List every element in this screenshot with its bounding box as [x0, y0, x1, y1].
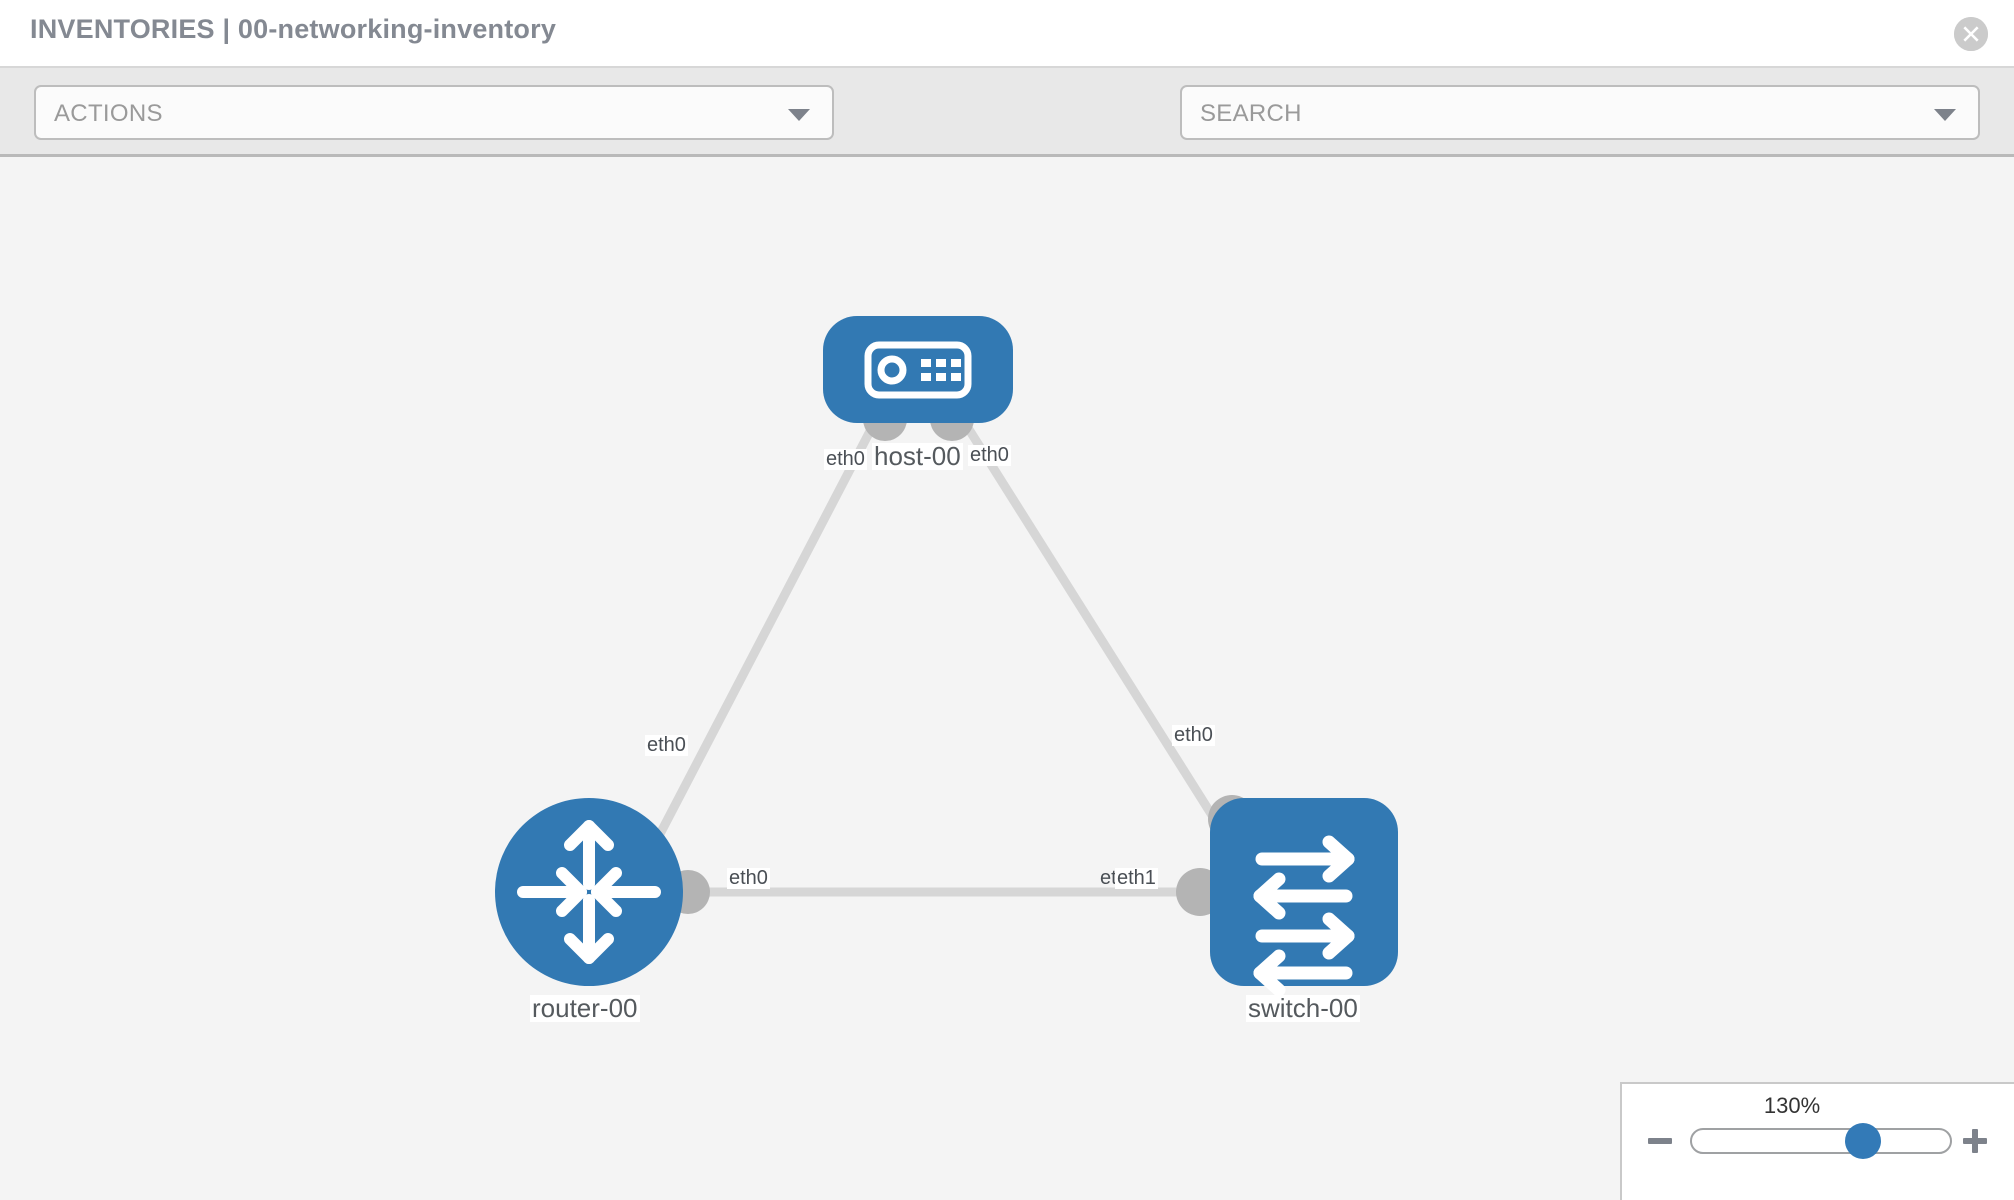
topology-graph: [495, 316, 1398, 997]
zoom-slider-thumb[interactable]: [1845, 1123, 1881, 1159]
edge-host-router: [644, 409, 884, 860]
close-icon[interactable]: [1954, 17, 1988, 51]
search-input[interactable]: SEARCH: [1180, 85, 1980, 140]
topology-canvas[interactable]: eth0 eth0 eth0 eth0 eth0 eth0 eth1 host-…: [0, 157, 2014, 1200]
zoom-percent-label: 130%: [1763, 1093, 1821, 1118]
node-label-router-00: router-00: [530, 993, 640, 1023]
chevron-down-icon: [788, 109, 810, 121]
iface-label-router-eth0: eth0: [727, 867, 770, 889]
iface-label-switch-eth0-uplink: eth0: [1172, 724, 1215, 746]
search-placeholder: SEARCH: [1200, 100, 1302, 127]
iface-label-host-eth0-left: eth0: [824, 448, 867, 470]
zoom-control-panel: 130%: [1620, 1082, 2014, 1200]
zoom-slider-track[interactable]: [1690, 1128, 1952, 1154]
chevron-down-icon[interactable]: [1934, 109, 1956, 121]
node-label-switch-00: switch-00: [1246, 993, 1360, 1023]
iface-label-switch-eth1: eth1: [1115, 867, 1158, 889]
node-label-host-00: host-00: [872, 441, 963, 471]
iface-label-host-eth0-right: eth0: [968, 444, 1011, 466]
page-title: INVENTORIES | 00-networking-inventory: [30, 14, 557, 44]
minus-icon[interactable]: [1647, 1128, 1673, 1159]
topology-edges: [644, 409, 1236, 897]
bidirectional-arrows-icon: [1253, 835, 1355, 997]
toolbar: ACTIONS SEARC: [0, 68, 2014, 198]
server-device-icon: [864, 341, 972, 399]
actions-dropdown[interactable]: ACTIONS: [34, 85, 834, 140]
node-switch-00: [1210, 798, 1398, 997]
window-header: INVENTORIES | 00-networking-inventory: [0, 0, 2014, 68]
actions-dropdown-label: ACTIONS: [54, 100, 163, 127]
four-arrows-converging-icon: [517, 820, 661, 964]
edge-host-switch: [954, 409, 1236, 850]
node-host-00: [823, 316, 1013, 423]
plus-icon[interactable]: [1962, 1128, 1988, 1159]
node-router-00: [495, 798, 683, 986]
iface-label-router-eth0-uplink: eth0: [645, 734, 688, 756]
